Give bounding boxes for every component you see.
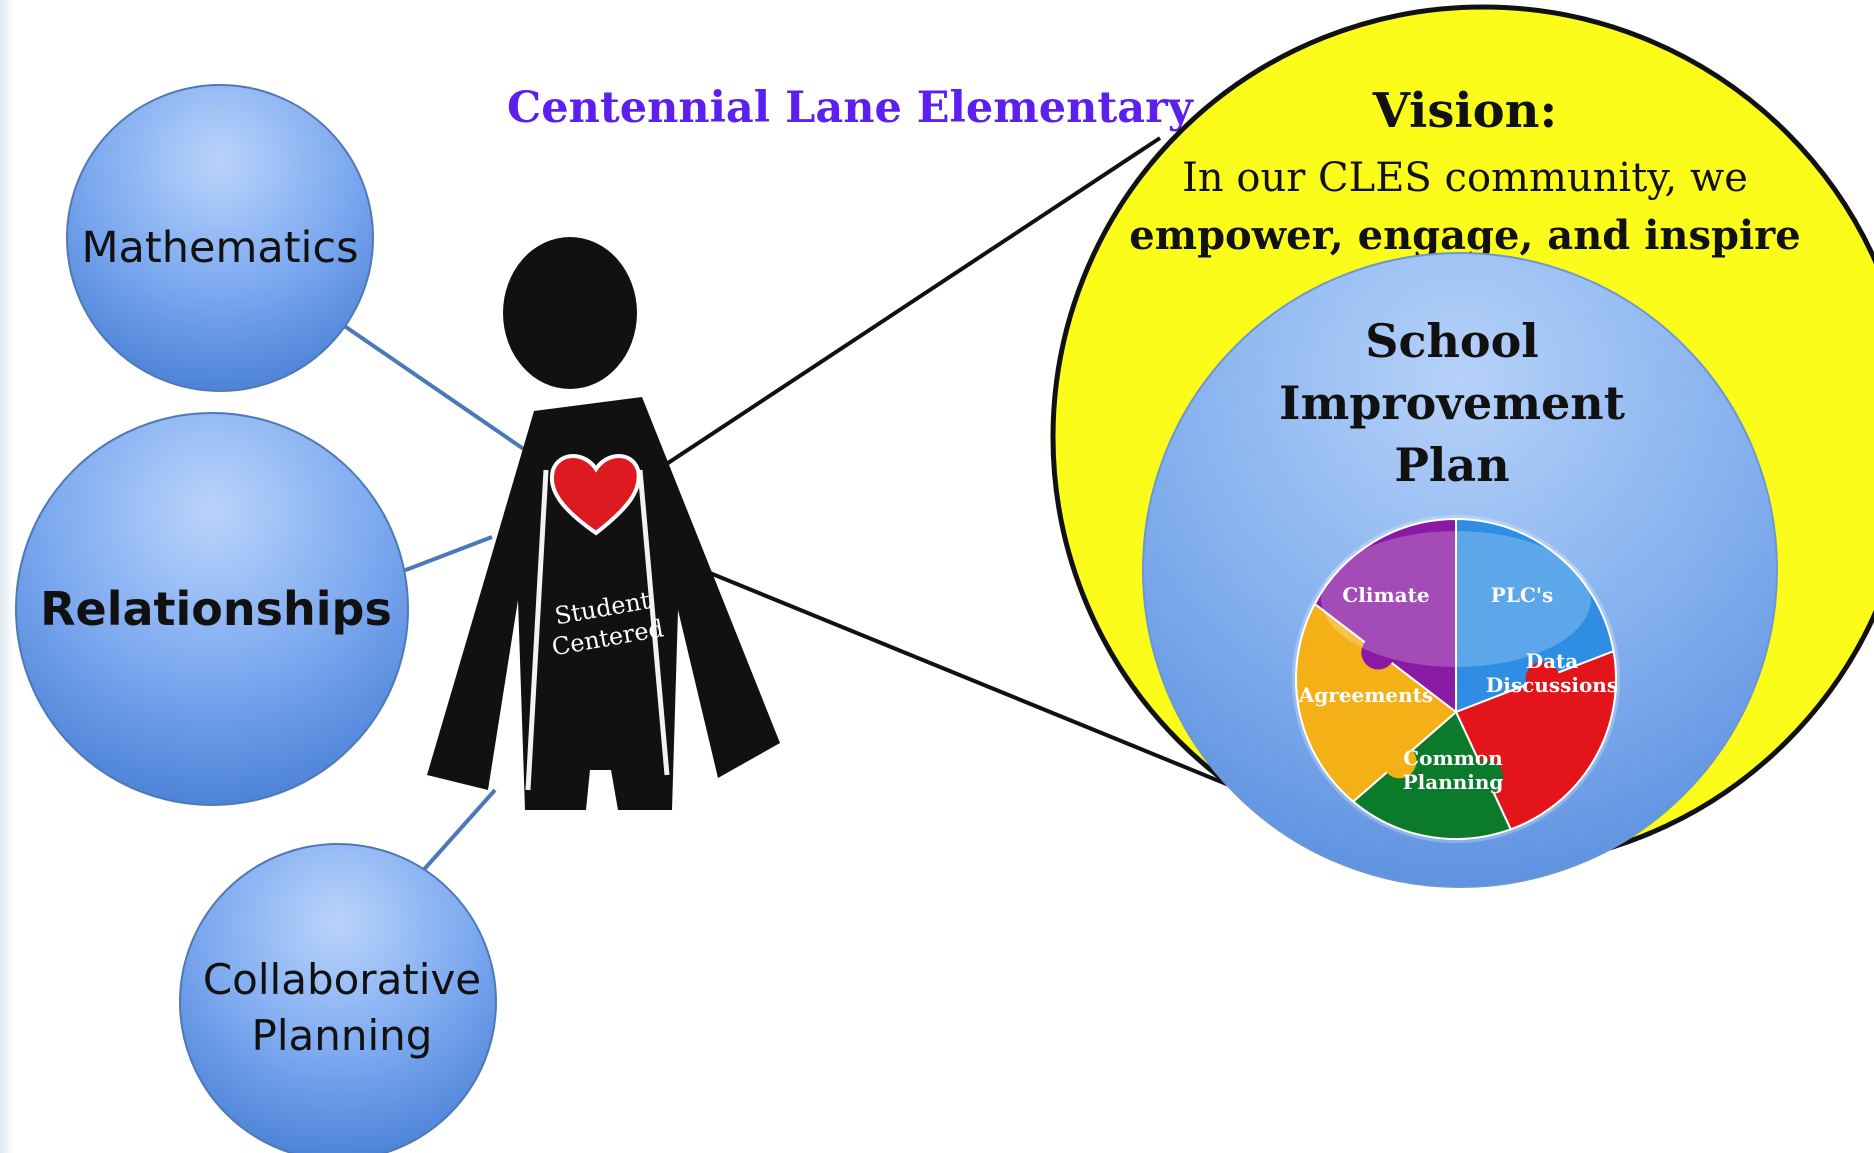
bubble-mathematics-label: Mathematics — [81, 223, 358, 273]
bubble-relationships-label: Relationships — [40, 582, 392, 636]
puzzle-label: Common — [1403, 746, 1503, 770]
zoom-line-top — [610, 136, 1162, 502]
figure-head — [503, 237, 637, 389]
connector-mathematics — [341, 323, 530, 454]
connector-collaborative-planning — [418, 788, 497, 876]
puzzle-knob — [1382, 744, 1417, 779]
vision-heading: Vision: — [1372, 83, 1558, 139]
left-edge-strip — [0, 0, 14, 1153]
puzzle-piece-common-planning — [1295, 602, 1458, 803]
puzzle-label: Data — [1526, 649, 1579, 673]
puzzle-label: Agreements — [1298, 683, 1433, 707]
vision-statement-line1: In our CLES community, we — [1182, 155, 1748, 201]
puzzle-wheel: Climate PLC'sDataDiscussionsCommonPlannin… — [1292, 515, 1620, 843]
puzzle-label: Discussions — [1486, 673, 1618, 697]
bubble-mathematics: Mathematics — [66, 84, 374, 392]
connector-relationships — [389, 535, 493, 578]
puzzle-piece-data-discussions — [1351, 710, 1513, 840]
bubble-relationships: Relationships — [15, 412, 409, 806]
diagram-title: Centennial Lane Elementary — [507, 83, 1195, 133]
figure-body — [427, 397, 780, 810]
vision-statement-line2: empower, engage, and inspire — [1129, 212, 1800, 259]
bubble-collaborative-planning: Collaborative Planning — [179, 843, 497, 1153]
plan-title-line1: School — [1365, 314, 1539, 368]
puzzle-knob — [1361, 635, 1396, 670]
plan-title-line2: Improvement — [1279, 376, 1626, 430]
heart-icon — [549, 454, 641, 536]
student-figure: Student Centered — [427, 237, 780, 810]
puzzle-knob — [1469, 759, 1504, 794]
puzzle-gloss — [1321, 531, 1591, 667]
puzzle-piece-agreements — [1313, 517, 1457, 715]
puzzle-label: Planning — [1403, 770, 1504, 794]
puzzle-label: Climate — [1342, 583, 1429, 607]
zoom-line-bottom — [611, 531, 1247, 794]
plan-title-line3: Plan — [1394, 438, 1509, 492]
bubble-collaborative-label-line2: Planning — [252, 1011, 433, 1060]
puzzle-piece-climate — [1455, 517, 1615, 714]
bubble-collaborative-label-line1: Collaborative — [203, 955, 481, 1004]
puzzle-label: PLC's — [1491, 583, 1553, 607]
puzzle-knob — [1525, 661, 1560, 696]
